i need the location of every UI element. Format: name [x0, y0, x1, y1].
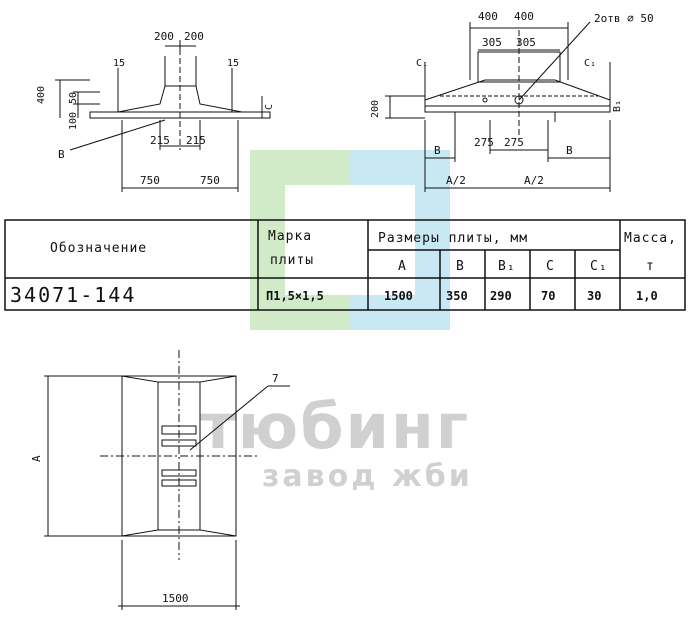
dim-b1: B₁ — [612, 100, 623, 112]
watermark-inner-white — [285, 185, 415, 295]
dim-b-left: B — [434, 144, 441, 157]
dim-ledge-left: 15 — [113, 58, 125, 69]
dim-400-left: 400 — [478, 10, 498, 23]
th-mass-2: т — [646, 259, 655, 274]
dim-305-left: 305 — [482, 36, 502, 49]
dim-275-right: 275 — [504, 136, 524, 149]
dim-base-left: 215 — [150, 134, 170, 147]
plan-view — [44, 350, 290, 610]
td-c: 70 — [541, 289, 555, 303]
front-view-labels: 400 400 305 305 2отв ⌀ 50 C₁ C₁ 200 B₁ B… — [370, 10, 654, 187]
dim-400-right: 400 — [514, 10, 534, 23]
th-mass-1: Масса, — [624, 231, 677, 246]
dim-c1-right: C₁ — [584, 58, 596, 69]
th-designation: Обозначение — [50, 241, 147, 256]
dim-h-50: 50 — [68, 92, 79, 104]
holes-note: 2отв ⌀ 50 — [594, 12, 654, 25]
plan-side-label: A — [30, 455, 43, 462]
dim-bottom-right: 750 — [200, 174, 220, 187]
watermark: тюбинг завод жби — [200, 150, 473, 494]
dim-h-200: 200 — [370, 100, 381, 118]
th-sizes: Размеры плиты, мм — [378, 231, 528, 246]
th-c: C — [546, 259, 555, 274]
dim-ledge-right: 15 — [227, 58, 239, 69]
plan-view-labels: 7 A 1500 — [30, 372, 279, 605]
td-mark: П1,5×1,5 — [266, 289, 324, 303]
td-a: 1500 — [384, 289, 413, 303]
side-view-outline — [89, 111, 271, 119]
dim-top-left: 200 — [154, 30, 174, 43]
dim-h-100: 100 — [68, 112, 79, 130]
td-designation: 34071-144 — [10, 283, 136, 307]
plan-leader-label: 7 — [272, 372, 279, 385]
td-mass: 1,0 — [636, 289, 658, 303]
dim-c1-left: C₁ — [416, 58, 428, 69]
side-view-labels: 200 200 15 15 400 50 100 C 215 215 750 7… — [36, 30, 275, 187]
dim-top-right: 200 — [184, 30, 204, 43]
side-view — [55, 40, 271, 192]
th-b: B — [456, 259, 465, 274]
th-b1: B₁ — [498, 259, 516, 274]
td-b: 350 — [446, 289, 468, 303]
watermark-tagline: завод жби — [262, 459, 473, 494]
dim-c: C — [264, 104, 275, 110]
spec-table-text: Обозначение Марка плиты Размеры плиты, м… — [10, 229, 677, 307]
th-c1: C₁ — [590, 259, 608, 274]
th-mark-1: Марка — [268, 229, 312, 244]
front-view — [385, 21, 611, 192]
dim-a-half-left: A/2 — [446, 174, 466, 187]
th-mark-2: плиты — [270, 253, 314, 268]
dim-275-left: 275 — [474, 136, 494, 149]
dim-base-right: 215 — [186, 134, 206, 147]
plan-bottom-dim: 1500 — [162, 592, 189, 605]
dim-h-total: 400 — [36, 86, 47, 104]
dim-b-right: B — [566, 144, 573, 157]
spec-table — [4, 219, 686, 311]
dim-a-half-right: A/2 — [524, 174, 544, 187]
side-view-leader-label: B — [58, 148, 65, 161]
td-c1: 30 — [587, 289, 601, 303]
dim-305-right: 305 — [516, 36, 536, 49]
th-a: A — [398, 259, 407, 274]
td-b1: 290 — [490, 289, 512, 303]
watermark-brand: тюбинг — [200, 390, 470, 463]
dim-bottom-left: 750 — [140, 174, 160, 187]
